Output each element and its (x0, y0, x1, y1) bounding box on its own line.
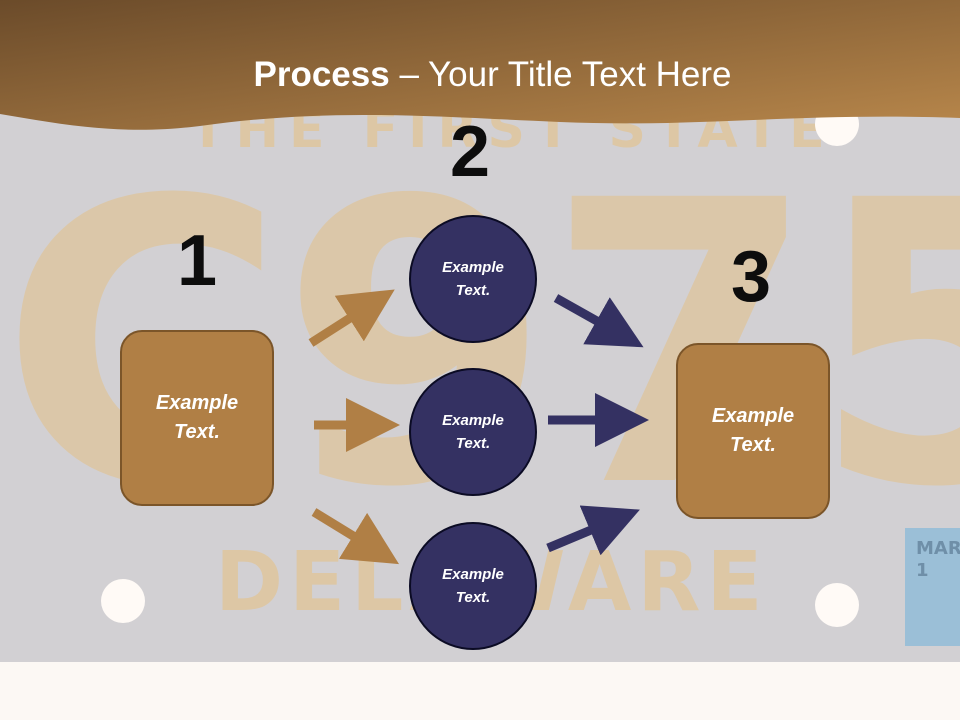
middle-node-3-label: Example Text. (442, 566, 504, 606)
arrow-node3-to-step3 (546, 505, 640, 556)
header-banner (0, 0, 960, 130)
step-3-label: Example Text. (711, 405, 795, 456)
title-rest: – Your Title Text Here (389, 55, 732, 94)
step-number-2: 2 (450, 112, 491, 192)
step-3-box: Example Text. (676, 343, 830, 519)
registration-sticker (905, 528, 960, 646)
header-wave-shape (0, 0, 960, 130)
middle-node-2: Example Text. (409, 368, 537, 496)
arrow-node1-to-step3 (553, 294, 644, 348)
slide-title: Process – Your Title Text Here (0, 55, 960, 95)
step-1-box: Example Text. (120, 330, 274, 506)
arrow-step1-to-node3 (311, 508, 400, 565)
bottom-band (0, 662, 960, 720)
middle-node-1: Example Text. (409, 215, 537, 343)
middle-node-1-label: Example Text. (442, 259, 504, 299)
step-1-label: Example Text. (155, 392, 239, 443)
middle-node-2-label: Example Text. (442, 412, 504, 452)
step-number-3: 3 (731, 237, 772, 317)
plate-hole-bottom-right (815, 583, 859, 627)
title-bold: Process (253, 55, 390, 94)
step-number-1: 1 (177, 221, 218, 301)
middle-node-3: Example Text. (409, 522, 537, 650)
arrow-step1-to-node1 (308, 289, 395, 347)
plate-hole-bottom-left (101, 579, 145, 623)
